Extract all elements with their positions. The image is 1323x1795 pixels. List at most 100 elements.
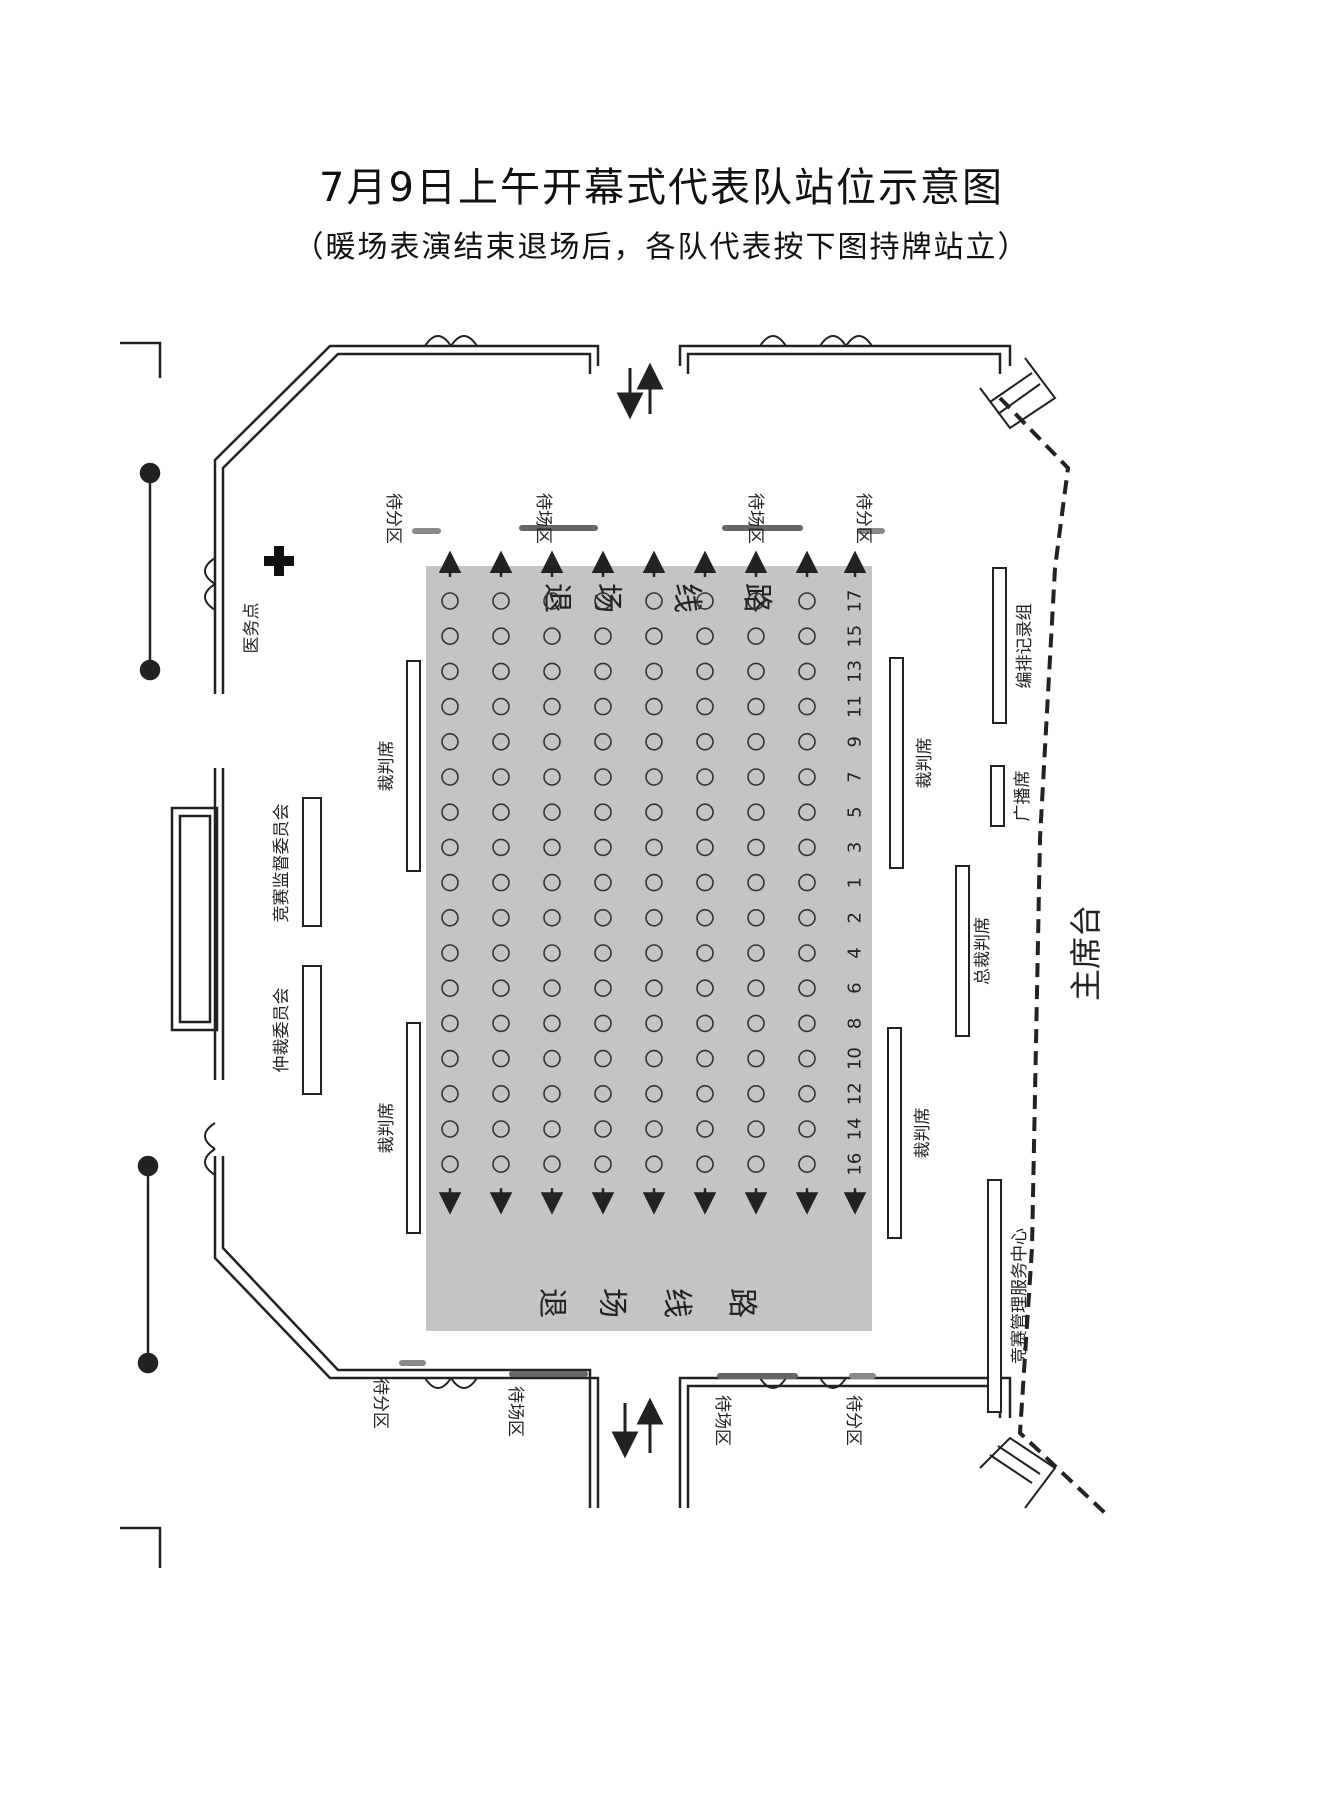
label-main-stand: 主席台 (1067, 905, 1105, 1001)
exit-route-char: 退 (534, 1288, 569, 1318)
team-number-label: 12 (845, 1082, 866, 1105)
team-position-marker (645, 1014, 663, 1033)
team-position-marker (492, 908, 510, 927)
team-position-marker (747, 873, 765, 892)
team-position-marker (798, 979, 816, 998)
team-position-marker (747, 592, 765, 610)
team-position-marker (492, 944, 510, 962)
page-subtitle: （暖场表演结束退场后，各队代表按下图持牌站立） (293, 230, 1030, 265)
label-referee-right-top: 裁判席 (915, 738, 935, 789)
zone-labels: 待分区 待场区 待场区 待分区 待分区 待场区 待场区 待分区 (370, 493, 873, 1446)
official-labels: 裁判席 裁判席 裁判席 裁判席 总裁判席 编排记录组 广播席 竞赛管理服务中心 … (271, 604, 1035, 1365)
team-position-marker (645, 944, 663, 962)
team-position-marker (645, 732, 663, 751)
referee-table-right-bottom (887, 1027, 902, 1239)
team-position-marker (441, 732, 459, 751)
team-position-marker (441, 662, 459, 681)
team-number-label: 10 (845, 1047, 866, 1070)
team-position-marker (696, 662, 714, 681)
team-position-marker (645, 838, 663, 857)
exit-route-char: 路 (724, 1288, 759, 1318)
team-position-marker (798, 1084, 816, 1103)
team-position-marker (543, 732, 561, 751)
team-position-marker (492, 1014, 510, 1033)
team-position-marker (696, 838, 714, 857)
team-position-marker (594, 662, 612, 681)
team-position-marker (441, 873, 459, 892)
team-position-marker (594, 592, 612, 610)
team-number-label: 9 (845, 736, 866, 747)
team-position-marker (594, 873, 612, 892)
team-position-marker (696, 627, 714, 646)
team-position-marker (798, 592, 816, 610)
left-corner-fragments (120, 341, 162, 1568)
team-position-marker (441, 697, 459, 716)
team-position-marker (798, 1049, 816, 1068)
team-number-label: 7 (845, 771, 866, 782)
team-position-marker (492, 732, 510, 751)
team-position-marker (747, 1084, 765, 1103)
team-number-label: 14 (845, 1118, 866, 1141)
team-position-marker (441, 803, 459, 822)
exit-route-char: 场 (594, 1288, 629, 1318)
label-waiting-sort-zone: 待分区 (853, 493, 873, 544)
team-position-marker (543, 627, 561, 646)
team-position-marker (543, 908, 561, 927)
exit-route-char: 线 (659, 1288, 694, 1318)
team-position-marker (798, 732, 816, 751)
team-position-marker (747, 627, 765, 646)
team-position-marker (543, 697, 561, 716)
team-position-marker (696, 873, 714, 892)
team-number-label: 16 (845, 1153, 866, 1176)
exit-route-char: 线 (669, 583, 704, 613)
team-number-label: 2 (845, 912, 866, 923)
team-position-marker (441, 1155, 459, 1174)
team-position-marker (696, 908, 714, 927)
team-position-marker (747, 768, 765, 786)
arbitration-table (302, 965, 322, 1095)
team-position-marker (696, 803, 714, 822)
team-position-marker (645, 627, 663, 646)
team-position-marker (543, 1120, 561, 1138)
team-position-marker (645, 803, 663, 822)
team-position-marker (492, 592, 510, 610)
team-position-marker (441, 979, 459, 998)
team-position-marker (441, 1120, 459, 1138)
team-position-marker (696, 1014, 714, 1033)
team-position-marker (696, 768, 714, 786)
main-stand-boundary (998, 396, 1107, 1515)
team-position-marker (798, 768, 816, 786)
exit-route-bottom: 退 场 线 路 (534, 1288, 759, 1318)
team-position-marker (492, 697, 510, 716)
team-position-marker (645, 768, 663, 786)
team-position-marker (441, 908, 459, 927)
team-position-marker (492, 979, 510, 998)
team-position-marker (543, 1014, 561, 1033)
team-position-marker (594, 944, 612, 962)
team-position-marker (696, 944, 714, 962)
team-position-marker (492, 873, 510, 892)
referee-table-right-top (889, 657, 904, 869)
team-position-marker (798, 1014, 816, 1033)
entrance-arrows-bottom (611, 1397, 664, 1459)
team-position-marker (747, 944, 765, 962)
team-position-marker (594, 732, 612, 751)
team-position-marker (594, 803, 612, 822)
referee-table-left-top (406, 660, 421, 872)
team-position-marker (543, 873, 561, 892)
team-number-label: 13 (845, 660, 866, 683)
team-position-marker (441, 944, 459, 962)
team-position-marker (441, 1014, 459, 1033)
team-position-marker (594, 1084, 612, 1103)
team-position-marker (747, 1014, 765, 1033)
team-position-marker (543, 1049, 561, 1068)
team-position-marker (543, 979, 561, 998)
main-stand-stairs (979, 357, 1057, 1509)
team-number-label: 4 (845, 947, 866, 958)
entrance-arrows-top (616, 362, 664, 420)
team-position-marker (645, 908, 663, 927)
team-position-marker (747, 1155, 765, 1174)
team-position-marker (645, 662, 663, 681)
chief-referee-table (955, 865, 970, 1037)
team-position-marker (594, 1120, 612, 1138)
